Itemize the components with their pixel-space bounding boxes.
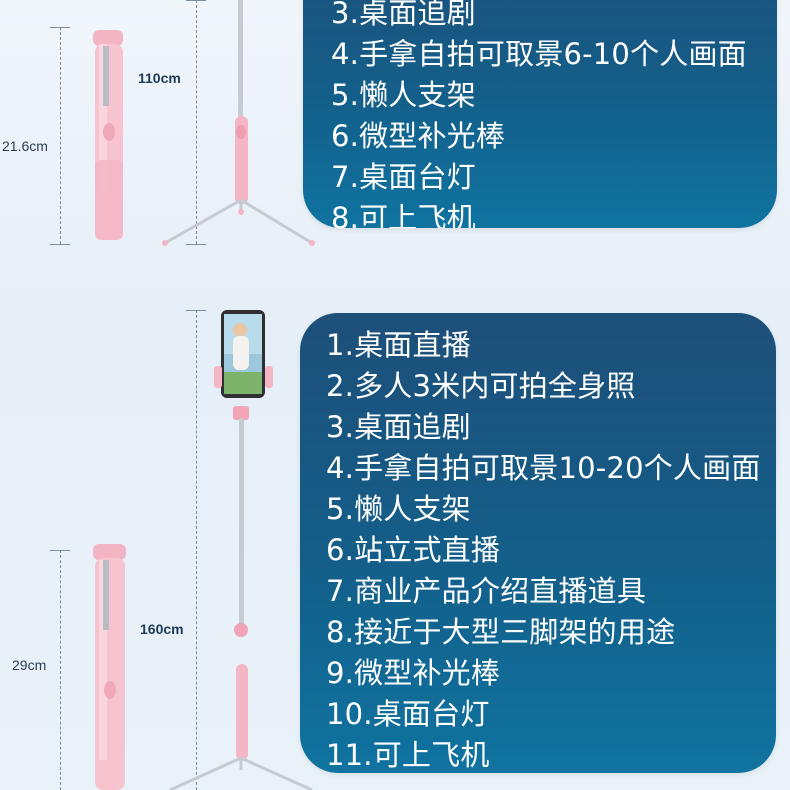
folded-selfie-stick-small [93,30,123,240]
bottom-feature-list: 1.桌面直播 2.多人3米内可拍全身照 3.桌面追剧 4.手拿自拍可取景10-2… [326,325,761,773]
feature-item: 4.手拿自拍可取景6-10个人画面 [331,37,747,71]
feature-item: 9.微型补光棒 [326,656,501,690]
feature-item: 7.桌面台灯 [331,160,476,194]
feature-item: 5.懒人支架 [331,78,476,112]
feature-item: 3.桌面追剧 [331,0,476,30]
feature-item: 8.可上飞机 [331,201,476,228]
feature-item: 1.桌面直播 [326,328,471,362]
feature-item: 5.懒人支架 [326,492,471,526]
feature-item: 6.微型补光棒 [331,119,506,153]
feature-item: 7.商业产品介绍直播道具 [326,574,647,608]
folded-selfie-stick-large [93,544,126,790]
bottom-feature-panel: 1.桌面直播 2.多人3米内可拍全身照 3.桌面追剧 4.手拿自拍可取景10-2… [300,313,776,773]
folded-height-label: 21.6cm [2,138,48,154]
folded-height-label: 29cm [12,657,47,673]
dim-line-extended [196,310,197,790]
top-feature-list: 3.桌面追剧 4.手拿自拍可取景6-10个人画面 5.懒人支架 6.微型补光棒 … [331,0,747,228]
top-feature-panel: 3.桌面追剧 4.手拿自拍可取景6-10个人画面 5.懒人支架 6.微型补光棒 … [303,0,777,228]
extended-tripod-small [162,0,315,246]
extended-tripod-large [169,310,313,790]
dim-line-extended [196,0,197,244]
feature-item: 10.桌面台灯 [326,697,490,731]
feature-item: 3.桌面追剧 [326,410,471,444]
feature-item: 2.多人3米内可拍全身照 [326,369,636,403]
dim-line-folded [60,550,61,790]
dim-tick-bottom [50,244,70,245]
feature-item: 8.接近于大型三脚架的用途 [326,615,676,649]
extended-height-label: 160cm [140,621,184,637]
feature-item: 11.可上飞机 [326,738,490,772]
feature-item: 6.站立式直播 [326,533,501,567]
feature-item: 4.手拿自拍可取景10-20个人画面 [326,451,761,485]
extended-height-label: 110cm [138,70,181,86]
dim-tick-bottom [186,244,206,245]
dim-line-folded [60,27,61,244]
